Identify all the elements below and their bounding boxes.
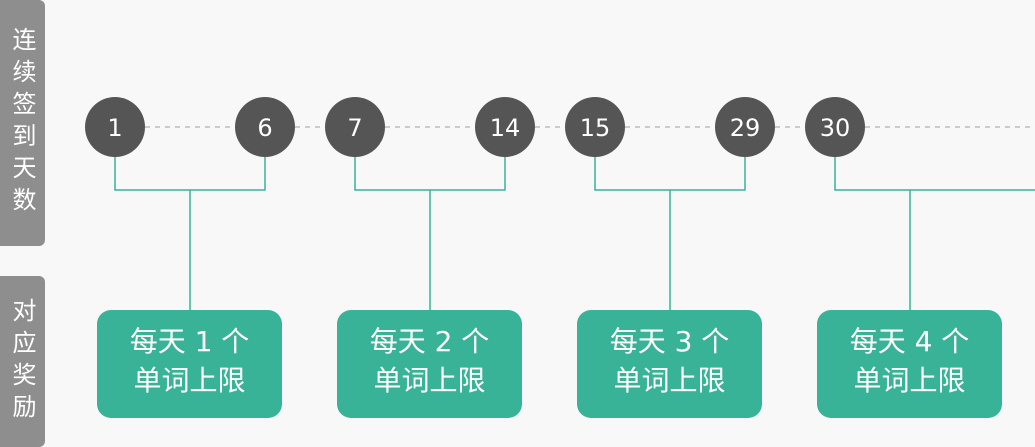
reward-box-3: 每天 3 个 单词上限	[577, 310, 762, 418]
consecutive-days-label: 连续签到天数	[0, 0, 45, 246]
reward-label: 对应奖励	[0, 276, 45, 447]
svg-text:1: 1	[107, 114, 122, 142]
day-node-30: 30	[805, 97, 865, 157]
reward-box-2: 每天 2 个 单词上限	[337, 310, 522, 418]
svg-text:6: 6	[257, 114, 272, 142]
reward-line2: 单词上限	[613, 364, 726, 397]
svg-text:29: 29	[730, 114, 761, 142]
svg-text:30: 30	[820, 114, 851, 142]
day-node-29: 29	[715, 97, 775, 157]
reward-line2: 单词上限	[133, 364, 246, 397]
day-node-1: 1	[85, 97, 145, 157]
bracket-4	[834, 157, 1035, 310]
reward-line1: 每天 4 个	[849, 325, 970, 358]
reward-box-4: 每天 4 个 单词上限	[817, 310, 1002, 418]
svg-text:14: 14	[490, 114, 521, 142]
day-node-6: 6	[235, 97, 295, 157]
day-node-14: 14	[475, 97, 535, 157]
day-node-7: 7	[325, 97, 385, 157]
bracket-3	[594, 157, 746, 310]
reward-line1: 每天 3 个	[609, 325, 730, 358]
reward-box-1: 每天 1 个 单词上限	[97, 310, 282, 418]
bracket-1	[114, 157, 266, 310]
reward-line2: 单词上限	[373, 364, 486, 397]
svg-text:7: 7	[347, 114, 362, 142]
reward-line2: 单词上限	[853, 364, 966, 397]
reward-line1: 每天 1 个	[129, 325, 250, 358]
bracket-2	[354, 157, 506, 310]
day-node-15: 15	[565, 97, 625, 157]
svg-text:15: 15	[580, 114, 611, 142]
reward-line1: 每天 2 个	[369, 325, 490, 358]
